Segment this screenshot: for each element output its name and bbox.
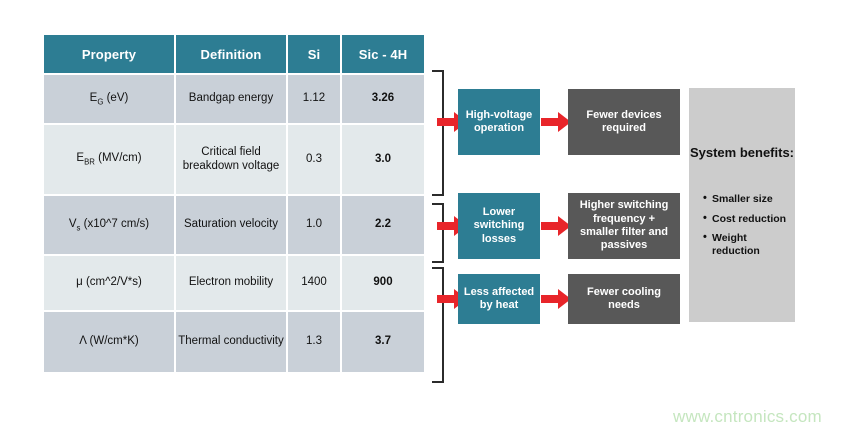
arrow-to-effect-3 <box>541 288 571 310</box>
cell-definition: Thermal conductivity <box>176 312 286 372</box>
cell-sic-value: 2.2 <box>342 196 424 254</box>
property-subscript: s <box>76 223 81 233</box>
table-row: Vs (x10^7 cm/s) Saturation velocity 1.0 … <box>44 196 424 254</box>
flow-effect-box-3[interactable]: Fewer cooling needs <box>568 274 680 324</box>
flow-cause-box-1[interactable]: High-voltage operation <box>458 89 540 155</box>
cell-sic-value: 3.26 <box>342 75 424 123</box>
cell-definition: Saturation velocity <box>176 196 286 254</box>
flow-cause-box-2[interactable]: Lower switching losses <box>458 193 540 259</box>
table-header-row: Property Definition Si Sic - 4H <box>44 35 424 73</box>
list-item: Smaller size <box>703 192 791 206</box>
column-header-si: Si <box>288 35 340 73</box>
column-header-sic4h: Sic - 4H <box>342 35 424 73</box>
cell-si-value: 1.0 <box>288 196 340 254</box>
property-symbol: E <box>76 152 85 165</box>
arrow-to-effect-2 <box>541 215 571 237</box>
flow-effect-box-1[interactable]: Fewer devices required <box>568 89 680 155</box>
cell-property: Λ (W/cm*K) <box>44 312 174 372</box>
bracket-group-1 <box>432 70 444 196</box>
column-header-property: Property <box>44 35 174 73</box>
list-item: Weight reduction <box>703 231 791 257</box>
cell-sic-value: 3.7 <box>342 312 424 372</box>
property-unit: (MV/cm) <box>94 152 142 165</box>
system-benefits-panel: System benefits: Smaller size Cost reduc… <box>689 88 795 322</box>
property-unit: (eV) <box>103 91 129 104</box>
benefits-title: System benefits: <box>689 145 795 160</box>
site-watermark: www.cntronics.com <box>673 407 822 426</box>
cell-property: EBR (MV/cm) <box>44 125 174 194</box>
cell-sic-value: 3.0 <box>342 125 424 194</box>
cell-sic-value: 900 <box>342 256 424 310</box>
flow-cause-box-3[interactable]: Less affected by heat <box>458 274 540 324</box>
bracket-group-2 <box>432 203 444 263</box>
cell-definition: Electron mobility <box>176 256 286 310</box>
table-row: EG (eV) Bandgap energy 1.12 3.26 <box>44 75 424 123</box>
benefits-list: Smaller size Cost reduction Weight reduc… <box>703 192 791 264</box>
property-subscript: G <box>97 97 104 107</box>
cell-si-value: 1.12 <box>288 75 340 123</box>
cell-property: μ (cm^2/V*s) <box>44 256 174 310</box>
bracket-group-3 <box>432 267 444 383</box>
column-header-definition: Definition <box>176 35 286 73</box>
property-comparison-table: Property Definition Si Sic - 4H EG (eV) … <box>42 33 426 374</box>
cell-si-value: 1400 <box>288 256 340 310</box>
table-row: μ (cm^2/V*s) Electron mobility 1400 900 <box>44 256 424 310</box>
property-subscript: BR <box>84 157 95 167</box>
property-unit: (x10^7 cm/s) <box>80 217 150 230</box>
cell-property: Vs (x10^7 cm/s) <box>44 196 174 254</box>
cell-si-value: 1.3 <box>288 312 340 372</box>
table-row: EBR (MV/cm) Critical field breakdown vol… <box>44 125 424 194</box>
cell-property: EG (eV) <box>44 75 174 123</box>
table-row: Λ (W/cm*K) Thermal conductivity 1.3 3.7 <box>44 312 424 372</box>
flow-effect-box-2[interactable]: Higher switching frequency + smaller fil… <box>568 193 680 259</box>
cell-si-value: 0.3 <box>288 125 340 194</box>
cell-definition: Bandgap energy <box>176 75 286 123</box>
arrow-to-effect-1 <box>541 111 571 133</box>
list-item: Cost reduction <box>703 212 791 226</box>
property-symbol: E <box>89 91 98 104</box>
cell-definition: Critical field breakdown voltage <box>176 125 286 194</box>
property-symbol: V <box>68 217 77 230</box>
